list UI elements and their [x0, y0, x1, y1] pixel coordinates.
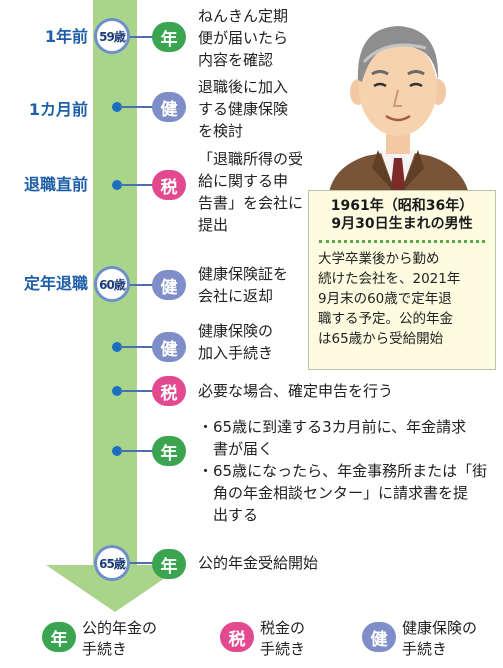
- timeline-description: ねんきん定期 便が届いたら 内容を確認: [198, 7, 289, 69]
- tax-procedure-icon: 税: [152, 170, 186, 200]
- profile-card: 1961年（昭和36年） 9月30日生まれの男性 大学卒業後から勤め 続けた会社…: [308, 190, 496, 370]
- age-badge: 65歳: [94, 545, 130, 581]
- time-label: 1年前: [44, 27, 88, 46]
- health-insurance-procedure-icon: 健: [152, 332, 186, 362]
- timeline-dot: [112, 342, 122, 352]
- connector-line: [120, 346, 158, 348]
- timeline-description: 健康保険証を 会社に返却: [198, 265, 289, 305]
- legend-label: 公的年金の 手続き: [82, 619, 158, 658]
- timeline-dot: [112, 446, 122, 456]
- health-insurance-procedure-icon: 健: [362, 622, 396, 652]
- profile-title: 1961年（昭和36年） 9月30日生まれの男性: [330, 198, 474, 232]
- timeline-dot: [112, 180, 122, 190]
- pension-procedure-icon: 年: [152, 22, 186, 52]
- connector-line: [120, 450, 158, 452]
- divider: [319, 240, 485, 243]
- connector-line: [120, 284, 158, 286]
- connector-line: [120, 390, 158, 392]
- tax-procedure-icon: 税: [152, 376, 186, 406]
- timeline-description: 公的年金受給開始: [198, 554, 319, 572]
- timeline-description: 退職後に加入 する健康保険 を検討: [198, 78, 289, 140]
- timeline-description: 健康保険の 加入手続き: [198, 322, 274, 362]
- timeline-description: 「退職所得の受 給に関する申 告書」を会社に 提出: [198, 150, 304, 234]
- timeline-dot: [112, 102, 122, 112]
- legend-label: 健康保険の 手続き: [402, 619, 478, 658]
- pension-procedure-icon: 年: [152, 436, 186, 466]
- pension-procedure-icon: 年: [42, 622, 76, 652]
- age-badge: 60歳: [94, 266, 130, 302]
- timeline-description: ・65歳に到達する3カ月前に、年金請求 書が届く ・65歳になったら、年金事務所…: [198, 418, 488, 524]
- timeline-description: 必要な場合、確定申告を行う: [198, 382, 394, 400]
- connector-line: [120, 36, 158, 38]
- connector-line: [120, 106, 158, 108]
- timeline-dot: [112, 386, 122, 396]
- profile-description: 大学卒業後から勤め 続けた会社を、2021年 9月末の60歳で定年退 職する予定…: [318, 251, 461, 347]
- legend-label: 税金の 手続き: [260, 619, 306, 658]
- man-illustration: [328, 26, 470, 200]
- time-label: 1カ月前: [28, 100, 88, 119]
- time-label: 定年退職: [23, 274, 88, 293]
- connector-line: [120, 562, 158, 564]
- age-badge: 59歳: [94, 18, 130, 54]
- health-insurance-procedure-icon: 健: [152, 270, 186, 300]
- health-insurance-procedure-icon: 健: [152, 92, 186, 122]
- profile-panel: 1961年（昭和36年） 9月30日生まれの男性 大学卒業後から勤め 続けた会社…: [306, 0, 501, 370]
- pension-procedure-icon: 年: [152, 549, 186, 579]
- tax-procedure-icon: 税: [220, 622, 254, 652]
- connector-line: [120, 184, 158, 186]
- time-label: 退職直前: [23, 175, 88, 194]
